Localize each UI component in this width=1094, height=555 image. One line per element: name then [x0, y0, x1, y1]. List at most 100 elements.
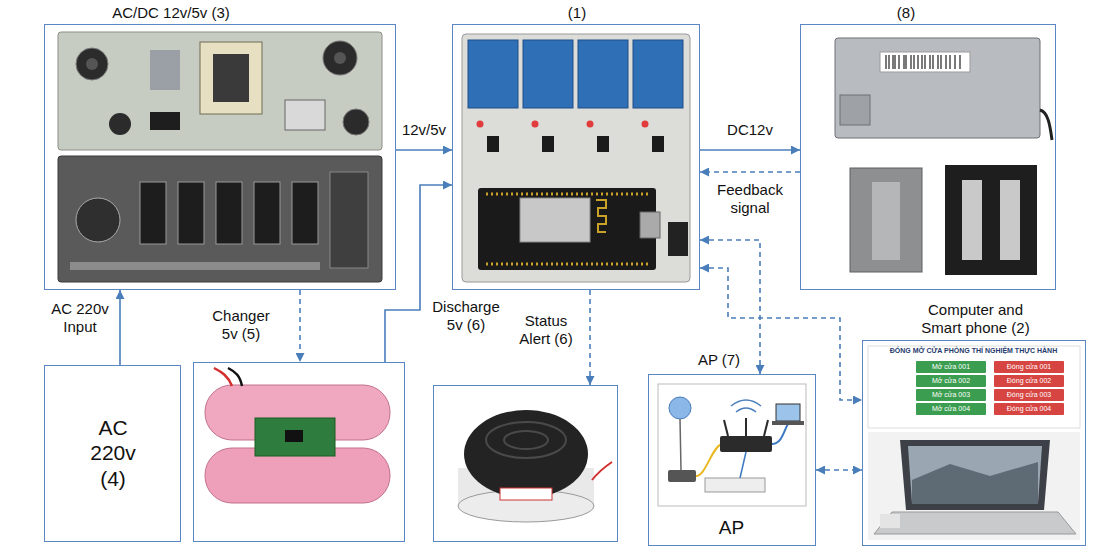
edge-label: Discharge 5v (6)	[428, 298, 504, 334]
capacitor	[76, 48, 108, 80]
buzzer-box: Status Alert (6)	[433, 385, 618, 542]
web-button-label: Đóng cửa 001	[994, 361, 1064, 373]
laptop-keyboard	[874, 512, 1076, 534]
chip	[150, 112, 180, 130]
battery-wire	[228, 368, 242, 386]
page-title: ĐÓNG MỞ CỬA PHÒNG THÍ NGHIỆM THỰC HÀNH	[871, 347, 1076, 355]
lock-body	[835, 38, 1040, 138]
edge-label-holder: 12v/5v	[399, 121, 449, 139]
notebook	[880, 514, 900, 528]
battery-wire	[214, 368, 232, 386]
door-lock-box: (8)	[800, 24, 1056, 290]
ac-source-box: AC 220v (4)	[44, 365, 181, 542]
button-holder: Mở cửa 002	[916, 375, 986, 387]
wifi-module	[520, 198, 590, 242]
button-holder: Đóng cửa 003	[994, 389, 1064, 401]
strike-plate	[850, 168, 922, 272]
wifi-arc	[731, 400, 761, 406]
buzzer-grille	[504, 431, 548, 449]
pcb-bottom	[58, 156, 382, 282]
relay-block	[285, 100, 325, 130]
router-antenna	[745, 418, 747, 436]
antenna-trace	[596, 200, 606, 232]
led	[587, 121, 594, 128]
web-page-screenshot	[868, 346, 1080, 428]
signal-connector	[816, 469, 862, 471]
edge-label: DC12v	[722, 121, 778, 139]
barcode	[886, 55, 960, 69]
pcb-top	[58, 32, 382, 150]
laptop-screen	[776, 404, 800, 421]
web-button-label: Mở cửa 003	[916, 389, 986, 401]
transistor	[652, 136, 664, 152]
magnet-slot	[962, 180, 982, 260]
edge-label: Feedback signal	[712, 181, 788, 217]
network-cable	[740, 452, 746, 478]
laptop-base	[772, 421, 804, 425]
web-button-label: Đóng cửa 003	[994, 389, 1064, 401]
lock-sticker	[880, 52, 970, 72]
button-holder: Đóng cửa 001	[994, 361, 1064, 373]
edge-label: AC 220v Input	[48, 300, 112, 336]
buzzer-grille	[486, 422, 566, 458]
power-jack	[668, 222, 688, 256]
transistor	[254, 182, 280, 244]
button-holder: Mở cửa 001	[916, 361, 986, 373]
internet-globe	[669, 397, 691, 419]
web-button-label: Mở cửa 004	[916, 403, 986, 415]
led	[642, 121, 649, 128]
box-text-holder: AC 220v (4)	[83, 415, 143, 491]
battery-box: Changer 5v (5)	[193, 362, 405, 542]
relay-board	[462, 34, 690, 282]
buzzer-plate	[500, 488, 552, 500]
heatsink	[150, 50, 180, 90]
transformer	[200, 42, 262, 114]
access-point-box: AP (7)AP	[648, 374, 816, 546]
capacitor	[343, 109, 369, 135]
strike-slot	[872, 182, 900, 260]
edge-label-holder: AC 220v Input	[48, 300, 112, 336]
signal-connector	[700, 268, 862, 400]
relay	[523, 40, 573, 108]
transistor	[597, 136, 609, 152]
box-heading-holder: Changer 5v (5)	[204, 307, 278, 343]
button-holder: Mở cửa 003	[916, 389, 986, 401]
power-connector	[396, 149, 452, 151]
power-supply-box: AC/DC 12v/5v (3)	[44, 24, 396, 290]
controller-board-illustration	[462, 34, 690, 282]
box-heading: (8)	[886, 4, 926, 22]
box-heading: (1)	[557, 4, 597, 22]
led	[532, 121, 539, 128]
photo-background	[868, 432, 1080, 540]
transformer-core	[213, 54, 249, 102]
capacitor	[76, 198, 120, 242]
ethernet-switch	[705, 478, 765, 492]
transistor	[487, 136, 499, 152]
box-heading: AP (7)	[689, 351, 749, 369]
network-cable	[680, 419, 681, 470]
box-heading-holder: Computer and Smart phone (2)	[913, 301, 1038, 337]
modem	[668, 470, 696, 482]
access-point-illustration	[658, 384, 806, 506]
computer-illustration	[868, 346, 1080, 540]
charger-chip	[285, 430, 303, 442]
lock-bolt	[840, 95, 870, 125]
signal-connector	[589, 290, 591, 385]
box-heading: AC/DC 12v/5v (3)	[71, 4, 271, 22]
transistor	[292, 182, 318, 244]
laptop-screen	[900, 440, 1050, 510]
buzzer-illustration	[458, 410, 612, 522]
capacitor	[323, 41, 357, 75]
box-heading: Status Alert (6)	[512, 312, 580, 348]
battery-illustration	[205, 368, 390, 503]
connector-group	[120, 150, 862, 470]
transistor	[542, 136, 554, 152]
edge-label-holder: Feedback signal	[712, 181, 788, 217]
terminal-strip	[70, 262, 320, 270]
usb-port	[640, 212, 660, 238]
controller-board-box: (1)	[452, 24, 700, 290]
lock-cable	[1040, 110, 1052, 140]
